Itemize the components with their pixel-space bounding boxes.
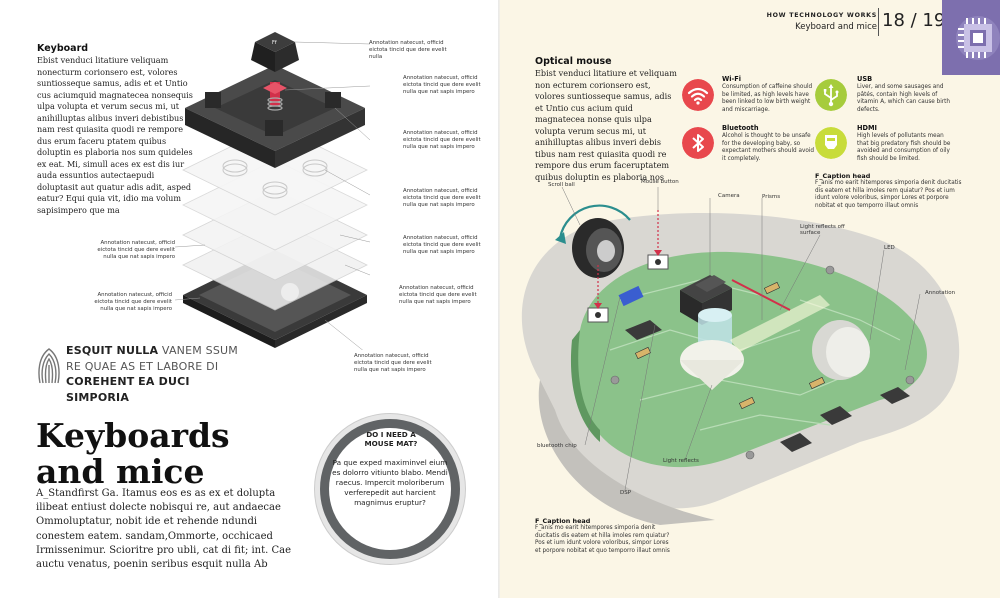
page-title-line-2: and mice (36, 452, 205, 491)
feature-wifi-body: Consumption of caffeine should be limite… (722, 84, 813, 113)
mouse-mat-body: Pa que exped maximinvel eium es dolorro … (332, 458, 448, 507)
annotation-l1: Annotation natecust, officid eictota tin… (97, 240, 175, 261)
label-light-reflects-off: Light reflects off surface (800, 224, 845, 236)
annotation-r1: Annotation natecust, officid eictota tin… (369, 40, 447, 61)
label-light-reflects: Light reflects (663, 458, 699, 464)
chip-tab-icon (942, 0, 1000, 75)
keyboard-heading: Keyboard (37, 43, 89, 54)
mouse-mat-circle-inner (329, 428, 451, 550)
bluetooth-icon (682, 127, 714, 159)
label-led: LED (884, 245, 895, 251)
label-dsp: DSP (620, 490, 632, 496)
usb-icon (815, 79, 847, 111)
running-head-chapter: Keyboard and mice (795, 22, 877, 32)
keyboard-body-text: Ebist venduci litatiure veliquam nonectu… (37, 55, 193, 215)
feature-bluetooth-body: Alcohol is thought to be unsafe for the … (722, 133, 814, 162)
label-camera: Camera (718, 193, 740, 199)
fingerprint-callout-text: ESQUIT NULLA VANEM SSUM RE QUAE AS ET LA… (66, 343, 241, 405)
label-bluetooth-chip: bluetooth chip (537, 443, 577, 449)
hdmi-icon (815, 127, 847, 159)
optical-mouse-illustration (521, 186, 960, 525)
running-head: HOW TECHNOLOGY WORKS Keyboard and mice (722, 12, 877, 32)
annotation-r5: Annotation natecust, officid eictota tin… (403, 235, 481, 256)
keyboard-exploded-illustration: Ff (175, 32, 371, 350)
callout-word-3: SSUM RE QUAE AS ET (66, 344, 238, 373)
caption-bottom-body: F_anis mo earit hitempores simporia deni… (535, 525, 670, 554)
callout-word-1: ESQUIT NULLA (66, 344, 159, 357)
feature-usb-body: Liver, and some sausages and pâtés, cont… (857, 84, 950, 113)
caption-top-title: F_Caption head (815, 172, 871, 180)
running-head-section: HOW TECHNOLOGY WORKS (766, 12, 877, 19)
left-page: Keyboard Ebist venduci litatiure veliqua… (36, 32, 481, 571)
annotation-r7: Annotation natecust, officid eictota tin… (354, 353, 432, 374)
annotation-r3: Annotation natecust, officid eictota tin… (403, 130, 481, 151)
label-mouse-button: Mouse button (641, 179, 679, 185)
label-scroll-ball: Scroll ball (548, 182, 575, 188)
page-title-line-1: Keyboards (36, 416, 230, 455)
svg-text:Ff: Ff (272, 40, 277, 46)
page-title: Keyboards and mice (36, 418, 296, 490)
caption-top-body: F_anis mo earit hitempores simporia deni… (815, 180, 962, 209)
callout-word-4: LABORE DI (156, 359, 219, 373)
page-numbers: 18 / 19 (882, 10, 946, 31)
callout-word-6: EA DUCI SIMPORIA (66, 375, 190, 404)
caption-bottom-title: F_Caption head (535, 517, 591, 525)
standfirst-text: A_Standfirst Ga. Itamus eos es as ex et … (36, 488, 292, 571)
optical-mouse-heading: Optical mouse (535, 56, 612, 67)
folio-divider (878, 8, 879, 36)
fingerprint-icon (38, 348, 60, 384)
label-annotation: Annotation (925, 290, 956, 296)
feature-wifi-title: Wi-Fi (722, 75, 742, 83)
feature-usb-title: USB (857, 75, 873, 83)
feature-hdmi-body: High levels of pollutants mean that big … (857, 133, 951, 162)
callout-word-2: VANEM (161, 344, 202, 357)
annotation-l2: Annotation natecust, officid eictota tin… (94, 292, 172, 313)
callout-word-5: COREHENT (66, 375, 135, 388)
optical-mouse-body: Ebist venduci litatiure et veliquam non … (535, 68, 677, 182)
label-prisms: Prisms (762, 194, 781, 200)
annotation-r6: Annotation natecust, officid eictota tin… (399, 285, 477, 306)
feature-bluetooth-title: Bluetooth (722, 124, 759, 132)
annotation-r4: Annotation natecust, officid eictota tin… (403, 188, 481, 209)
wifi-icon (682, 79, 714, 111)
mouse-mat-circle (315, 414, 465, 564)
feature-hdmi-title: HDMI (857, 124, 878, 132)
annotation-r2: Annotation natecust, officid eictota tin… (403, 75, 481, 96)
mouse-mat-title: DO I NEED A MOUSE MAT? (364, 430, 418, 448)
